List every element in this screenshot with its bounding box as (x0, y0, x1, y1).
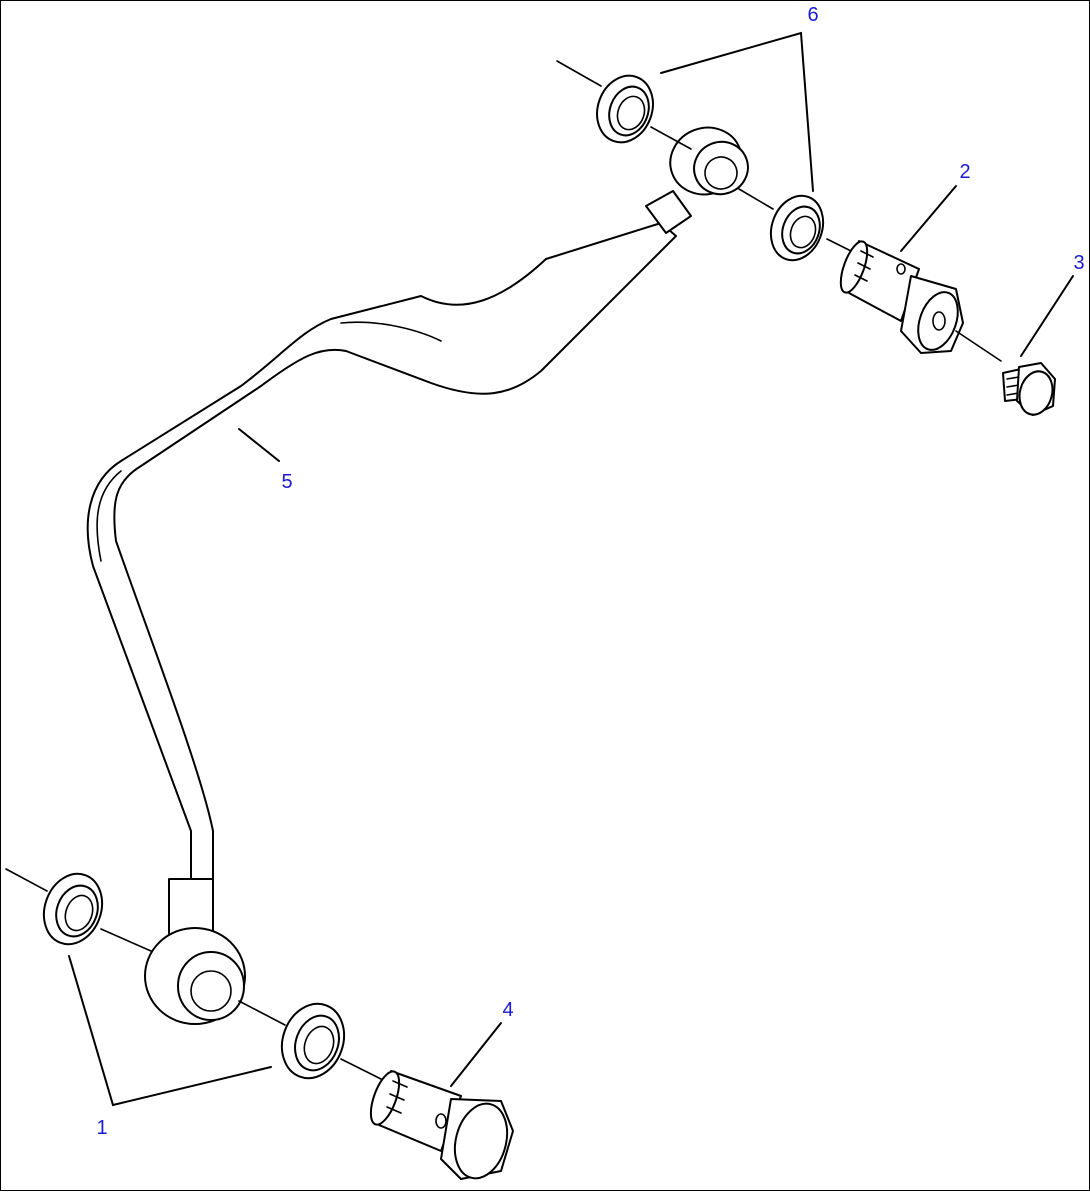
callout-4: 4 (502, 999, 513, 1021)
leader-6 (660, 31, 814, 192)
leader-4 (450, 1022, 502, 1087)
washer-upper-right (769, 194, 825, 262)
leader-2 (900, 185, 957, 252)
leader-1 (68, 955, 272, 1107)
air-bleed-screw (1002, 362, 1056, 416)
assembly-axis-lines (5, 60, 1002, 1080)
callout-5: 5 (281, 471, 292, 493)
leader-5 (238, 428, 280, 462)
lower-banjo-fitting (144, 878, 246, 1025)
callout-6: 6 (807, 4, 818, 26)
callout-1: 1 (96, 1117, 107, 1139)
callout-3: 3 (1073, 252, 1084, 274)
joint-bolt-lower (369, 1070, 514, 1180)
washer-lower-right (280, 1002, 346, 1080)
washer-upper-left (596, 74, 654, 144)
washer-lower-left (42, 872, 104, 946)
oil-pipe (86, 222, 677, 892)
leader-lines (68, 31, 1074, 1107)
callout-2: 2 (959, 161, 970, 183)
upper-banjo-fitting (645, 126, 749, 234)
joint-bolt-upper (839, 240, 964, 354)
leader-3 (1020, 275, 1074, 357)
